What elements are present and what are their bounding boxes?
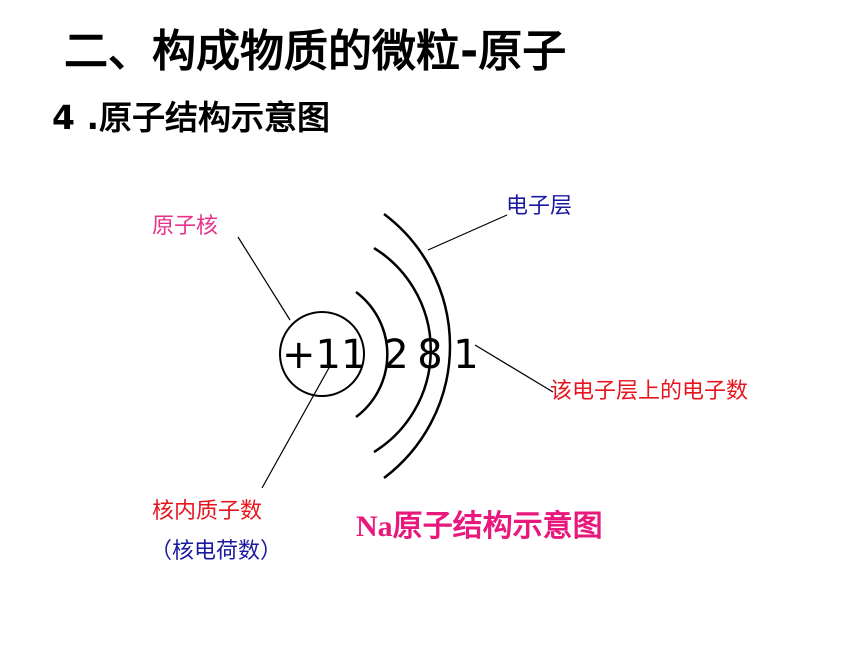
shell-3-electrons: 1 xyxy=(453,332,478,378)
slide-title: 二、构成物质的微粒-原子 xyxy=(64,26,567,77)
leader-line-shell-electrons xyxy=(474,344,554,393)
diagram-caption: Na原子结构示意图 xyxy=(356,510,603,543)
nucleus-circle xyxy=(279,311,365,397)
leader-line-shell xyxy=(427,214,508,251)
leader-line-proton-count xyxy=(261,365,331,489)
shell-2-electrons: 8 xyxy=(417,332,442,378)
proton-count-label: 核内质子数 xyxy=(152,499,263,524)
nucleus-charge: +11 xyxy=(282,332,366,378)
nucleus-label: 原子核 xyxy=(152,214,219,239)
leader-line-nucleus xyxy=(237,236,291,321)
shell-1-electrons: 2 xyxy=(383,332,408,378)
section-subtitle: 4 .原子结构示意图 xyxy=(52,98,330,137)
shell-electron-count-label: 该电子层上的电子数 xyxy=(550,379,749,404)
shell-arc-2 xyxy=(373,246,432,454)
electron-shell-label: 电子层 xyxy=(506,194,573,219)
shell-arc-1 xyxy=(355,290,389,419)
shell-arc-3 xyxy=(383,213,452,479)
nuclear-charge-label: （核电荷数） xyxy=(150,539,283,564)
